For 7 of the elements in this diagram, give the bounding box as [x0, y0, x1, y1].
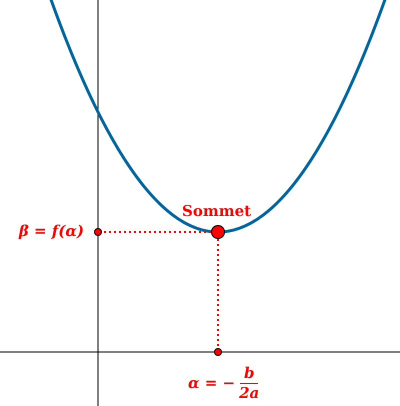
point-label: β = f(α): [18, 224, 84, 239]
vertex-label: Sommet: [182, 204, 252, 219]
point-marker: [211, 225, 225, 239]
dotted-line: [102, 231, 211, 233]
point-marker: [214, 348, 222, 356]
dotted-line: [217, 239, 219, 348]
point-marker: [94, 228, 102, 236]
